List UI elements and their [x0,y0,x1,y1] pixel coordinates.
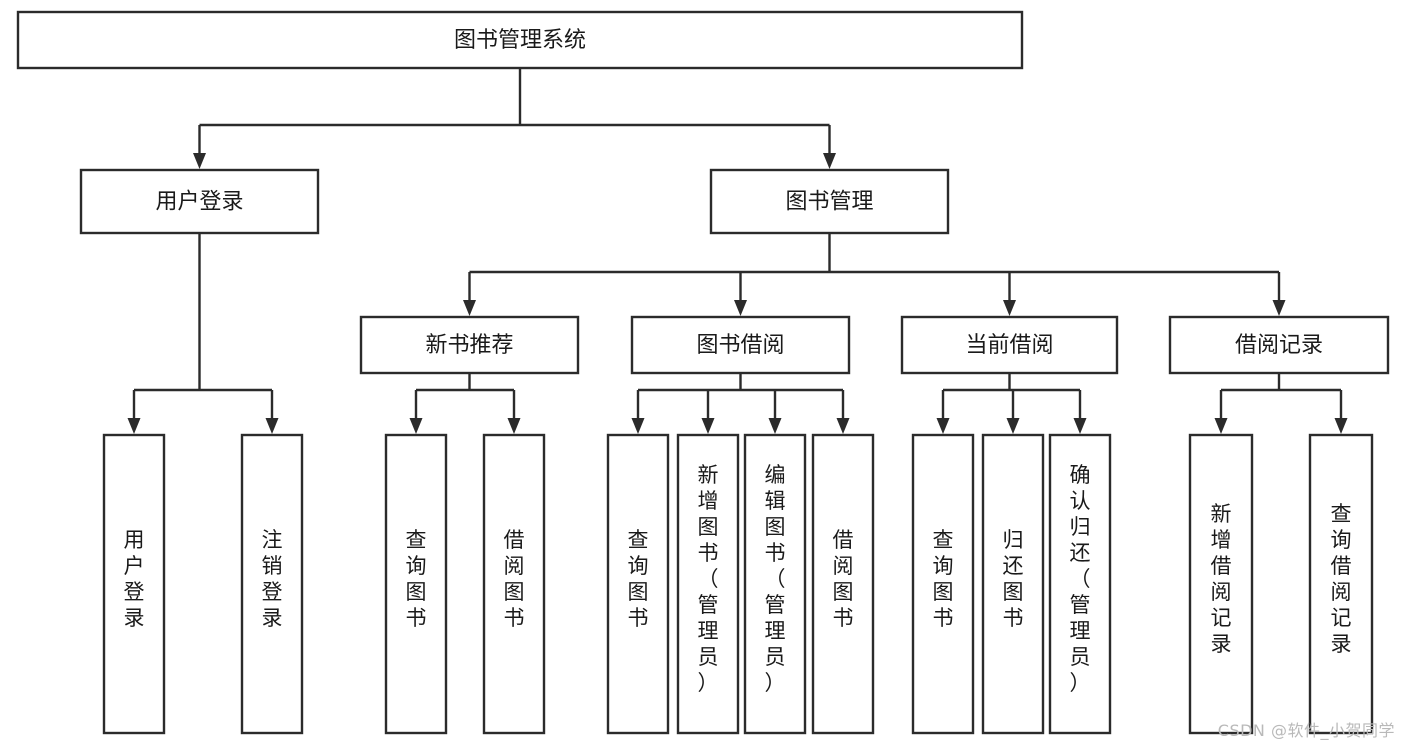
node-box[interactable] [240,433,304,735]
node-box[interactable] [630,315,851,375]
arrow-head-icon [1006,418,1020,434]
node-box[interactable] [709,168,950,235]
node-box[interactable] [981,433,1045,735]
arrow-head-icon [1073,418,1087,434]
connector-group-l3d [1214,373,1348,434]
node-图书借阅[interactable]: 图书借阅 [630,315,851,375]
node-借阅图书[interactable]: 借阅图书 [811,433,875,735]
arrow-head-icon [1214,418,1228,434]
connector-group-l3a [409,373,521,434]
node-label: 注销登录 [262,528,283,630]
node-label: 图书借阅 [696,333,784,358]
node-box[interactable] [676,433,740,735]
node-label: 确认归还（管理员） [1070,463,1091,695]
node-注销登录[interactable]: 注销登录 [240,433,304,735]
node-box[interactable] [1168,315,1390,375]
node-label: 新增借阅记录 [1211,502,1232,656]
connector-group-root [193,68,836,169]
node-新增图书管理员[interactable]: 新增图书（管理员） [676,433,740,735]
node-box[interactable] [911,433,975,735]
node-图书管理系统[interactable]: 图书管理系统 [16,10,1024,70]
arrow-head-icon [823,153,836,169]
node-确认归还管理员[interactable]: 确认归还（管理员） [1048,433,1112,735]
node-查询图书[interactable]: 查询图书 [911,433,975,735]
arrow-head-icon [507,418,521,434]
arrow-head-icon [631,418,645,434]
node-用户登录[interactable]: 用户登录 [102,433,166,735]
node-label: 用户登录 [155,190,243,215]
node-box[interactable] [79,168,320,235]
node-图书管理[interactable]: 图书管理 [709,168,950,235]
node-label: 查询图书 [933,528,954,630]
arrow-head-icon [768,418,782,434]
node-编辑图书管理员[interactable]: 编辑图书（管理员） [743,433,807,735]
node-label: 用户登录 [124,528,145,630]
node-label: 编辑图书（管理员） [765,463,786,695]
node-label: 新书推荐 [425,333,513,358]
node-label: 借阅图书 [833,528,854,630]
node-box[interactable] [482,433,546,735]
node-box[interactable] [16,10,1024,70]
connector-group-l2b [463,233,1286,316]
node-box[interactable] [359,315,580,375]
arrow-head-icon [1334,418,1348,434]
node-label: 新增图书（管理员） [698,463,719,695]
node-label: 查询图书 [406,528,427,630]
node-label: 借阅记录 [1235,333,1323,358]
node-新增借阅记录[interactable]: 新增借阅记录 [1188,433,1254,735]
arrow-head-icon [936,418,950,434]
connector-group-l2a [127,233,279,434]
node-label: 借阅图书 [504,528,525,630]
node-box[interactable] [1308,433,1374,735]
connector-group-l3c [936,373,1087,434]
node-box[interactable] [606,433,670,735]
node-借阅图书[interactable]: 借阅图书 [482,433,546,735]
arrow-head-icon [836,418,850,434]
node-box[interactable] [1188,433,1254,735]
node-label: 归还图书 [1003,528,1024,630]
node-box[interactable] [811,433,875,735]
node-label: 查询借阅记录 [1331,502,1352,656]
node-归还图书[interactable]: 归还图书 [981,433,1045,735]
node-当前借阅[interactable]: 当前借阅 [900,315,1119,375]
node-label: 图书管理 [785,190,873,215]
connector-group-l3b [631,373,850,434]
arrow-head-icon [193,153,206,169]
arrow-head-icon [127,418,141,434]
node-查询图书[interactable]: 查询图书 [384,433,448,735]
node-box[interactable] [102,433,166,735]
node-box[interactable] [900,315,1119,375]
arrow-head-icon [409,418,423,434]
arrow-head-icon [1272,300,1286,316]
node-box[interactable] [1048,433,1112,735]
arrow-head-icon [265,418,279,434]
node-借阅记录[interactable]: 借阅记录 [1168,315,1390,375]
node-查询图书[interactable]: 查询图书 [606,433,670,735]
arrow-head-icon [734,300,747,316]
connector-layer [127,68,1348,434]
node-label: 当前借阅 [965,333,1053,358]
node-查询借阅记录[interactable]: 查询借阅记录 [1308,433,1374,735]
arrow-head-icon [463,300,476,316]
arrow-head-icon [701,418,715,434]
node-新书推荐[interactable]: 新书推荐 [359,315,580,375]
node-box[interactable] [743,433,807,735]
node-用户登录[interactable]: 用户登录 [79,168,320,235]
arrow-head-icon [1003,300,1016,316]
node-label: 图书管理系统 [454,28,586,53]
node-box[interactable] [384,433,448,735]
node-label: 查询图书 [628,528,649,630]
node-layer: 图书管理系统用户登录图书管理新书推荐图书借阅当前借阅借阅记录用户登录注销登录查询… [16,10,1390,735]
